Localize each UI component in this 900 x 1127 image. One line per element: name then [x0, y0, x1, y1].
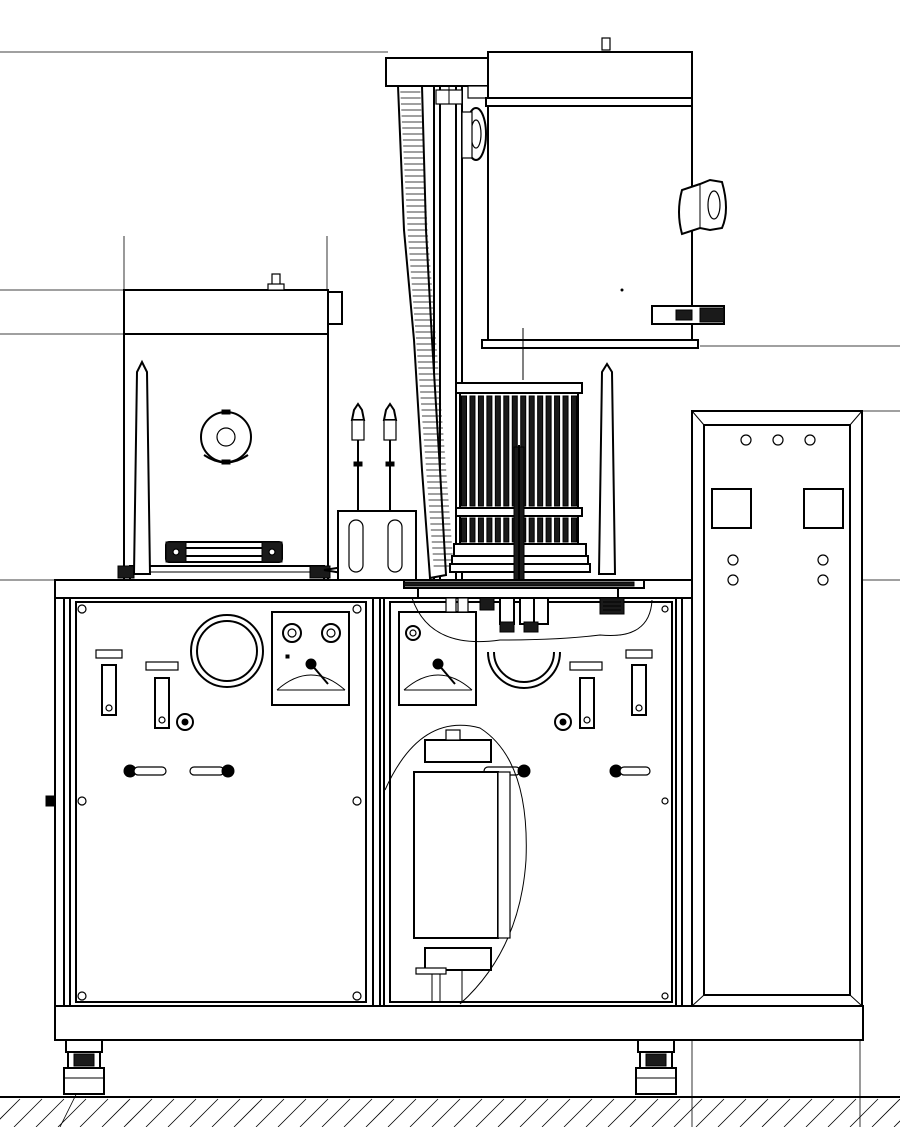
- hatch-line: [827, 1098, 857, 1127]
- heater-cage: [449, 362, 617, 590]
- hatch-line: [321, 1098, 351, 1127]
- left-viewport-window: [190, 614, 264, 688]
- flex-hose: [396, 85, 454, 580]
- hatch-line: [805, 1098, 835, 1127]
- hatch-line: [343, 1098, 373, 1127]
- hatch-line: [849, 1098, 879, 1127]
- lift-column: [385, 57, 503, 580]
- heater-rod-lower: [545, 517, 552, 543]
- heater-rod: [494, 395, 501, 507]
- panel-button-icon: [817, 554, 829, 566]
- left-chamber: [117, 273, 372, 581]
- heater-rod-lower: [477, 517, 484, 543]
- panel-button-icon: [817, 574, 829, 586]
- caster-left: [63, 1039, 105, 1095]
- indicator-light-icon: [772, 434, 784, 446]
- right-gauge-panel: [398, 611, 477, 706]
- hatch-line: [35, 1098, 65, 1127]
- side-pulley: [461, 107, 487, 161]
- heater-rod: [537, 395, 544, 507]
- electrode-posts: [337, 402, 417, 581]
- panel-button-icon: [727, 554, 739, 566]
- hatch-line: [717, 1098, 747, 1127]
- hatch-line: [871, 1098, 900, 1127]
- heater-rod-lower: [461, 517, 467, 543]
- hatch-line: [233, 1098, 263, 1127]
- hatch-line: [255, 1098, 285, 1127]
- right-sight-gauges: [554, 649, 653, 731]
- hatch-line: [167, 1098, 197, 1127]
- heater-rod: [477, 395, 484, 507]
- feedthrough-flange: [403, 579, 653, 643]
- hatch-line: [739, 1098, 769, 1127]
- hatch-line: [431, 1098, 461, 1127]
- hatch-line: [519, 1098, 549, 1127]
- heater-rod: [461, 395, 467, 507]
- ground-hatch: [0, 1096, 900, 1127]
- heater-rod-lower: [554, 517, 561, 543]
- hatch-line: [79, 1098, 109, 1127]
- left-sight-gauges: [95, 649, 194, 731]
- panel-meter-right: [803, 488, 844, 529]
- heater-rod-lower: [562, 517, 569, 543]
- hatch-line: [365, 1098, 395, 1127]
- hatch-line: [651, 1098, 681, 1127]
- cutaway-pump-section: [384, 724, 527, 1005]
- hatch-line: [629, 1098, 659, 1127]
- heater-rod-lower: [571, 517, 577, 543]
- feedthrough-connectors: [445, 597, 625, 633]
- panel-meter-left: [711, 488, 752, 529]
- heater-rod-lower: [537, 517, 544, 543]
- heater-rod: [545, 395, 552, 507]
- heater-rod-lower: [486, 517, 493, 543]
- heater-rod: [571, 395, 577, 507]
- heater-rod: [528, 395, 535, 507]
- hatch-line: [585, 1098, 615, 1127]
- hatch-line: [761, 1098, 791, 1127]
- panel-button-icon: [727, 574, 739, 586]
- hatch-line: [541, 1098, 571, 1127]
- hatch-line: [57, 1098, 87, 1127]
- heater-rod: [562, 395, 569, 507]
- hatch-line: [101, 1098, 131, 1127]
- heater-rod-lower: [469, 517, 476, 543]
- left-cabinet-levers: [123, 764, 235, 778]
- chamber-clamp-icon: [651, 305, 725, 325]
- heater-rod-lower: [528, 517, 535, 543]
- hatch-line: [497, 1098, 527, 1127]
- hatch-line: [123, 1098, 153, 1127]
- control-panel: [691, 410, 863, 1007]
- heater-rod: [469, 395, 476, 507]
- right-viewport-window: [487, 651, 561, 689]
- hatch-line: [409, 1098, 439, 1127]
- heater-rod: [503, 395, 510, 507]
- hatch-line: [0, 1098, 21, 1120]
- viewport-flange-icon: [678, 178, 727, 236]
- heater-rod: [554, 395, 561, 507]
- hatch-line: [13, 1098, 43, 1127]
- hatch-line: [673, 1098, 703, 1127]
- hatch-line: [783, 1098, 813, 1127]
- hatch-line: [387, 1098, 417, 1127]
- indicator-light-icon: [740, 434, 752, 446]
- hatch-line: [145, 1098, 175, 1127]
- hatch-line: [277, 1098, 307, 1127]
- hatch-line: [189, 1098, 219, 1127]
- hatch-line: [563, 1098, 593, 1127]
- hatch-line: [893, 1120, 900, 1127]
- hatch-line: [211, 1098, 241, 1127]
- heater-rod-lower: [503, 517, 510, 543]
- heater-rod-lower: [494, 517, 501, 543]
- hatch-line: [695, 1098, 725, 1127]
- caster-right: [635, 1039, 677, 1095]
- hatch-line: [475, 1098, 505, 1127]
- hatch-line: [299, 1098, 329, 1127]
- heater-rod: [486, 395, 493, 507]
- hatch-line: [607, 1098, 637, 1127]
- upper-chamber: [461, 37, 727, 380]
- indicator-light-icon: [804, 434, 816, 446]
- left-gauge-panel: [271, 611, 350, 706]
- hatch-line: [453, 1098, 483, 1127]
